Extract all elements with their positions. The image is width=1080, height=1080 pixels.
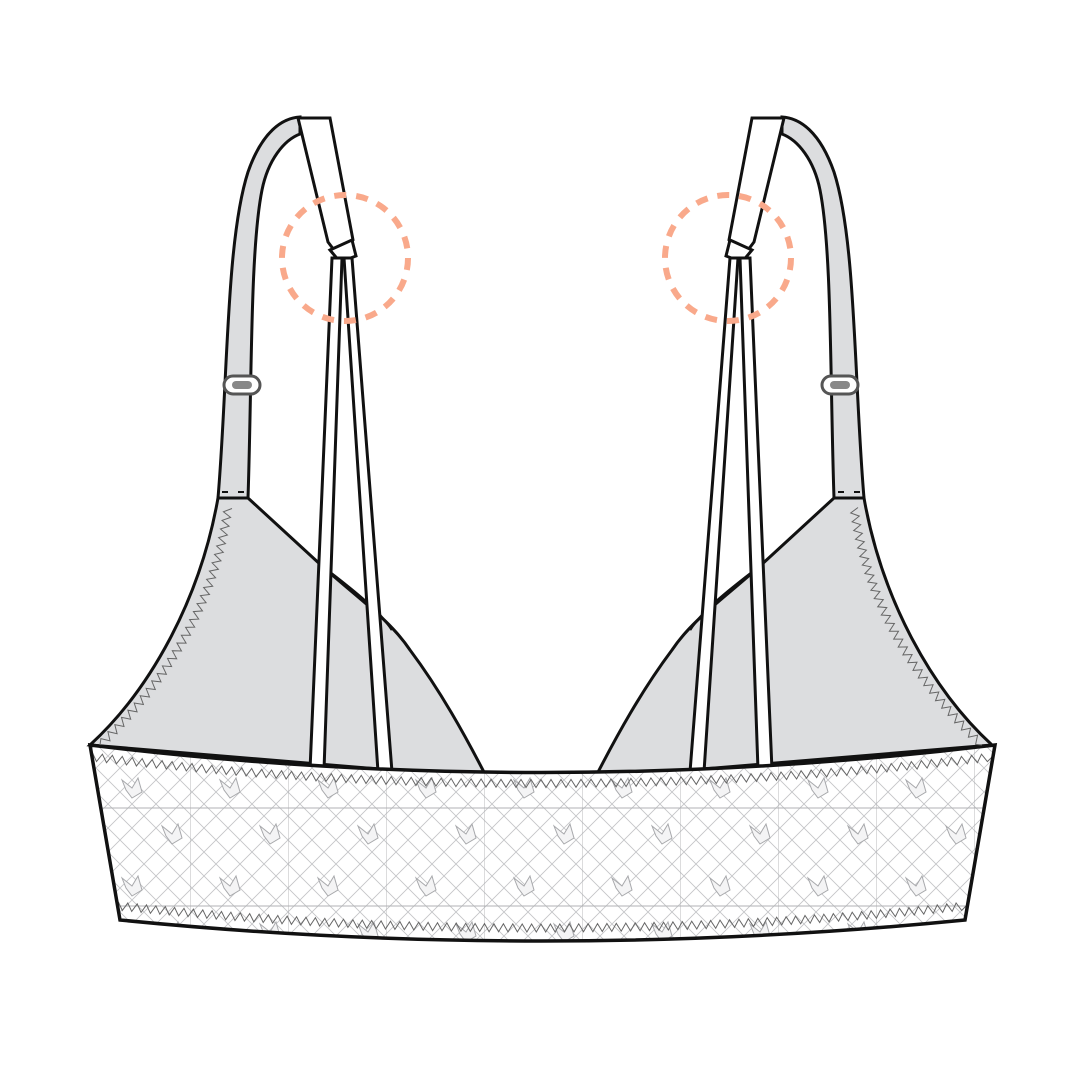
right-half [592,115,996,780]
right-back-strap [780,115,866,500]
lace-band [87,742,998,943]
left-cup-edge-zigzag [99,508,233,746]
left-front-strap [296,116,355,261]
right-cup [592,496,996,780]
band-top-zigzag [92,752,993,789]
right-slider-bar [830,381,850,389]
band-bottom-zigzag [117,901,967,933]
right-annotation-circle [662,192,794,324]
left-half [86,115,490,780]
right-cup-edge-zigzag [849,507,983,746]
left-cup [86,496,490,780]
right-front-strap [727,116,786,261]
left-back-strap [216,115,302,500]
left-slider-bar [232,381,252,389]
cup-zigzag-stitching [99,507,983,746]
left-annotation-circle [279,192,411,324]
band-zigzag-stitching [92,752,993,933]
